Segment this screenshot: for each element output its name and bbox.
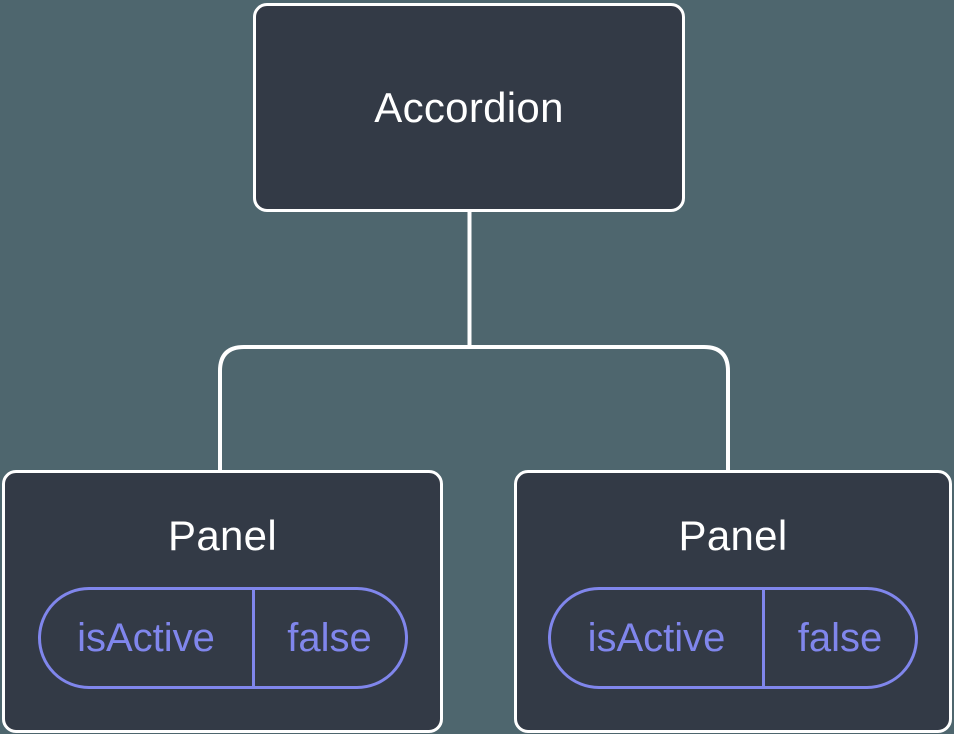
node-panel-left: Panel isActive false [2, 470, 443, 733]
node-accordion: Accordion [253, 3, 685, 212]
node-panel-right-state-pill: isActive false [548, 587, 918, 689]
state-value-label: false [797, 615, 883, 660]
state-key-label: isActive [551, 590, 765, 686]
state-key-label: isActive [41, 590, 255, 686]
node-panel-right-label: Panel [678, 512, 788, 559]
node-panel-left-label: Panel [168, 512, 277, 559]
children-connector-line [218, 345, 730, 470]
state-value-label: false [287, 615, 372, 660]
node-panel-left-state-pill: isActive false [37, 587, 408, 689]
node-panel-right: Panel isActive false [514, 470, 952, 733]
node-accordion-label: Accordion [374, 83, 564, 131]
